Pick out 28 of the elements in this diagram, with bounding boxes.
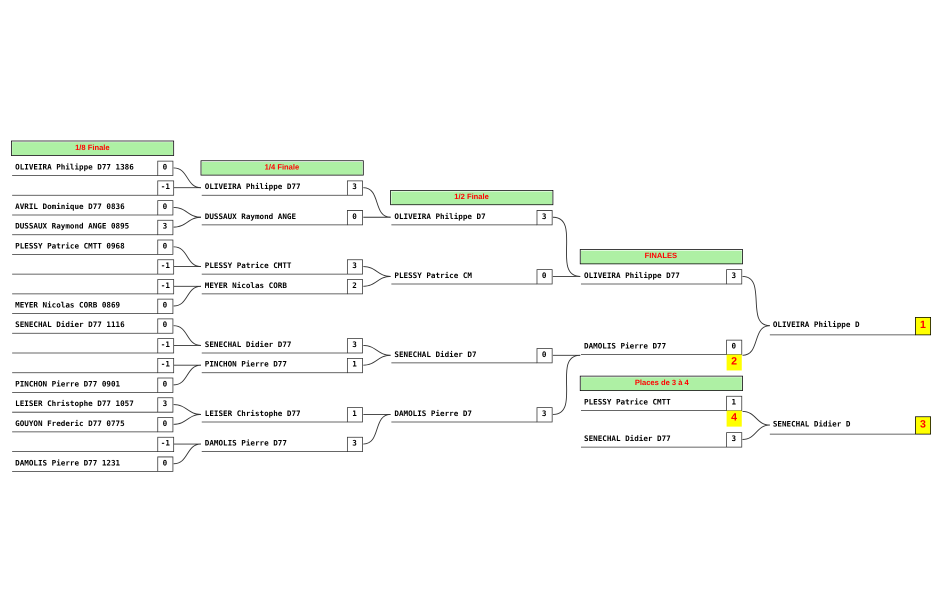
connector <box>552 216 581 277</box>
connector <box>173 168 202 188</box>
connector <box>173 364 202 386</box>
connector <box>173 187 202 188</box>
connector <box>173 286 202 306</box>
connector <box>742 276 770 326</box>
connector <box>362 344 392 356</box>
connector <box>362 414 392 444</box>
connector <box>173 404 202 415</box>
connector <box>173 344 202 346</box>
connector <box>173 444 202 464</box>
connector <box>173 414 202 425</box>
connector <box>362 266 392 277</box>
connector <box>552 354 581 415</box>
connector <box>742 410 770 426</box>
connector <box>173 364 202 366</box>
connector <box>173 216 202 228</box>
connector <box>173 206 202 218</box>
connector <box>362 354 392 366</box>
connector <box>742 424 770 440</box>
connector <box>362 187 392 218</box>
connector <box>173 246 202 268</box>
connector <box>362 276 392 287</box>
connector <box>173 325 202 346</box>
connector <box>742 325 770 356</box>
connector <box>552 276 581 277</box>
connector <box>173 266 202 268</box>
connector <box>362 216 392 218</box>
